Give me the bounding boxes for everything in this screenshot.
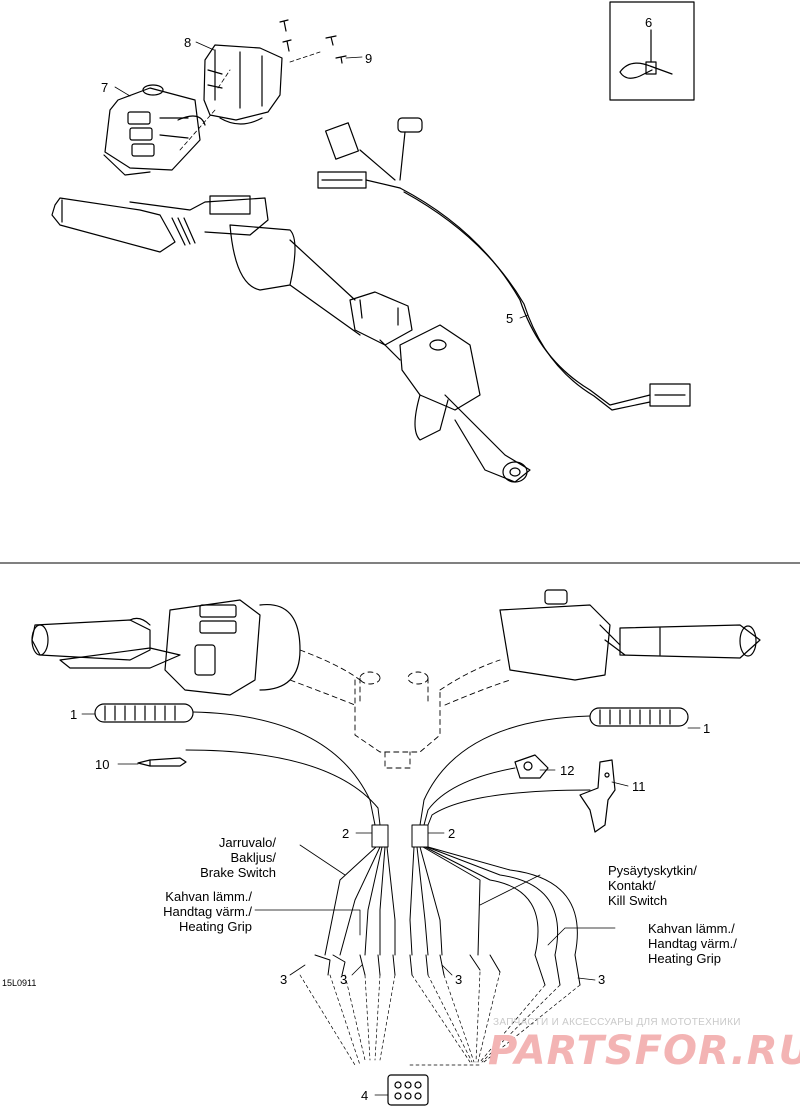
note-kill-switch: Pysäytyskytkin/ Kontakt/ Kill Switch	[608, 863, 697, 908]
bracket-part-11	[579, 759, 616, 833]
screw-group	[279, 19, 347, 64]
note-heating-grip-right: Kahvan lämm./ Handtag värm./ Heating Gri…	[648, 921, 737, 966]
callout-3-a: 3	[280, 972, 288, 987]
heating-grip-element-right	[589, 707, 689, 727]
callout-2-left: 2	[342, 826, 350, 841]
switch-housing-part	[203, 44, 283, 125]
callout-11: 11	[632, 779, 646, 794]
handlebar-assembly	[51, 195, 531, 483]
note-line: Kontakt/	[608, 878, 656, 893]
callout-7: 7	[101, 80, 109, 95]
callout-1-right: 1	[703, 721, 711, 736]
note-line: Kahvan lämm./	[648, 921, 735, 936]
cable-tie-box	[609, 1, 695, 101]
callout-3-d: 3	[598, 972, 606, 987]
callout-3-b: 3	[340, 972, 348, 987]
note-line: Kahvan lämm./	[165, 889, 252, 904]
callout-2-right: 2	[448, 826, 456, 841]
note-line: Bakljus/	[230, 850, 276, 865]
switch-part-12	[514, 754, 549, 779]
callout-6: 6	[645, 15, 653, 30]
multi-pin-connector-part	[387, 1074, 429, 1106]
heating-grip-element-left	[94, 703, 194, 723]
note-line: Kill Switch	[608, 893, 668, 908]
note-line: Heating Grip	[648, 951, 721, 966]
watermark-tagline: ЗАПЧАСТИ И АКСЕССУАРЫ ДЛЯ МОТОТЕХНИКИ	[493, 1017, 741, 1028]
connector-guide-lines	[299, 971, 581, 1066]
handlebar-assembly-bottom	[31, 589, 761, 769]
callout-1-left: 1	[70, 707, 78, 722]
callout-10: 10	[95, 757, 110, 772]
note-line: Handtag värm./	[648, 936, 737, 951]
note-line: Heating Grip	[179, 919, 252, 934]
cable-tie-part	[619, 29, 673, 79]
harness-wires	[185, 711, 591, 986]
wiring-harness-part	[317, 117, 691, 411]
switch-block-part	[103, 84, 206, 176]
watermark-logo: PARTSFOR.RU	[488, 1028, 800, 1074]
callout-3-c: 3	[455, 972, 463, 987]
connector-pin-part	[137, 757, 187, 767]
leader-lines-top	[114, 41, 529, 319]
callout-12: 12	[560, 763, 575, 778]
note-heating-grip-left: Kahvan lämm./ Handtag värm./ Heating Gri…	[140, 889, 252, 934]
note-line: Pysäytyskytkin/	[608, 863, 697, 878]
note-line: Jarruvalo/	[218, 835, 276, 850]
note-line: Brake Switch	[200, 865, 276, 880]
callout-9: 9	[365, 51, 373, 66]
callout-4: 4	[361, 1088, 369, 1103]
note-line: Handtag värm./	[163, 904, 252, 919]
leader-lines-bottom	[81, 713, 701, 1096]
figure-reference: 15L0911	[2, 978, 37, 988]
callout-8: 8	[184, 35, 192, 50]
note-brake-switch: Jarruvalo/ Bakljus/ Brake Switch	[200, 835, 276, 880]
callout-5: 5	[506, 311, 514, 326]
